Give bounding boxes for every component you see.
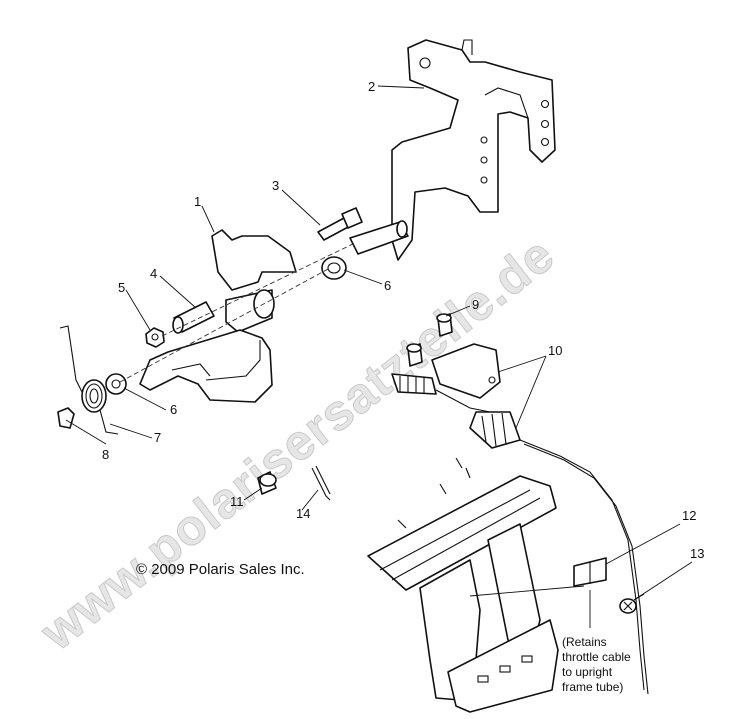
callout-12: 12 xyxy=(682,508,696,523)
watermark: www.polarisersatzteile.de xyxy=(30,226,565,661)
note-line-4: frame tube) xyxy=(562,680,623,694)
callout-12-14: 14 xyxy=(296,506,310,521)
note-line-3: to upright xyxy=(562,665,613,679)
note-line-1: (Retains xyxy=(562,635,607,649)
part-2-mounting-bracket xyxy=(391,39,556,261)
part-3-bolt xyxy=(317,207,363,241)
callout-6-upper: 6 xyxy=(384,278,391,293)
pivot-tube xyxy=(349,220,409,255)
callout-13: 13 xyxy=(690,546,704,561)
part-7-spring xyxy=(59,325,119,435)
leader-lines xyxy=(65,85,693,628)
copyright-text: © 2009 Polaris Sales Inc. xyxy=(136,561,305,578)
callout-labels: 1 2 3 4 5 6 6 7 8 9 10 11 14 12 13 xyxy=(102,79,704,561)
callout-3: 3 xyxy=(272,178,279,193)
part-14-cable-tie xyxy=(311,465,331,501)
part-10-cable-assembly xyxy=(391,343,649,695)
callout-6-lower: 6 xyxy=(170,402,177,417)
part-5-nut xyxy=(145,327,165,348)
callout-5: 5 xyxy=(118,280,125,295)
part-8-e-clip xyxy=(57,407,75,429)
assembly-axes xyxy=(119,242,356,383)
note-line-2: throttle cable xyxy=(562,650,631,664)
part-6-bushing-upper xyxy=(321,256,347,280)
callout-9: 9 xyxy=(472,297,479,312)
part-4-pin xyxy=(172,301,215,334)
callout-11: 11 xyxy=(230,494,244,509)
retention-note: (Retains throttle cable to upright frame… xyxy=(562,635,631,694)
part-6-washer-lower xyxy=(105,373,127,395)
callout-2: 2 xyxy=(368,79,375,94)
part-9-bolts xyxy=(406,313,453,367)
part-1-brake-pedal xyxy=(139,229,297,403)
callout-8: 8 xyxy=(102,447,109,462)
callout-4: 4 xyxy=(150,266,157,281)
callout-10: 10 xyxy=(548,343,562,358)
callout-7: 7 xyxy=(154,430,161,445)
frame-tube-assembly xyxy=(367,457,559,713)
part-12-cable-clamp xyxy=(573,557,607,587)
callout-1: 1 xyxy=(194,194,201,209)
